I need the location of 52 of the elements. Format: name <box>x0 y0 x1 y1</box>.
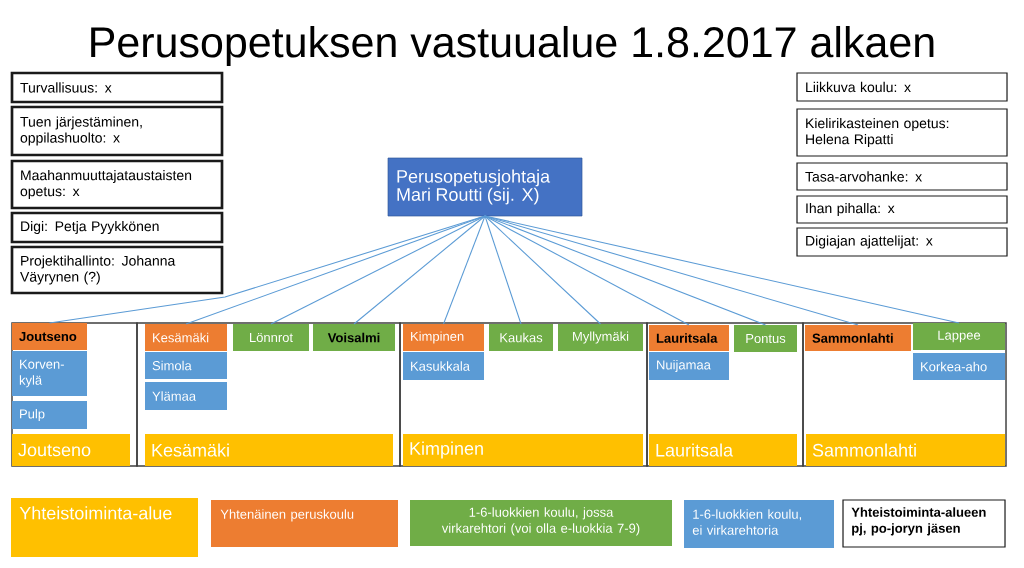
area-panel <box>399 322 648 467</box>
school-box: Lönnrot <box>233 324 309 351</box>
school-box: Lauritsala <box>649 325 729 351</box>
area-panel <box>802 322 1007 467</box>
area-band: Kesämäki <box>145 434 393 466</box>
area-band: Joutseno <box>12 434 130 466</box>
school-box: Korkea-aho <box>913 353 1005 380</box>
director-box: Perusopetusjohtaja Mari Routti (sij. X) <box>387 157 583 217</box>
area-band: Kimpinen <box>403 434 643 466</box>
responsibility-box: Digiajan ajattelijat: x <box>796 227 1008 257</box>
school-box: Myllymäki <box>558 324 643 351</box>
school-box: Kimpinen <box>403 324 484 351</box>
responsibility-box: Maahanmuuttajataustaisten opetus: x <box>10 159 224 210</box>
area-panel <box>136 322 401 467</box>
school-box: Nuijamaa <box>649 352 729 380</box>
school-box: Kaukas <box>489 324 553 351</box>
legend-label: Yhteistoiminta-alueen pj, po-joryn jäsen <box>851 507 986 536</box>
school-box: Ylämaa <box>145 382 227 410</box>
responsibility-box: Tasa-arvohanke: x <box>796 162 1008 191</box>
responsibility-box: Kielirikasteinen opetus: Helena Ripatti <box>796 108 1008 157</box>
school-box: Korven-kylä <box>12 351 87 396</box>
school-box: Lappee <box>913 323 1005 350</box>
area-panel <box>11 322 138 467</box>
area-panel <box>646 322 804 467</box>
connector-line <box>484 215 522 325</box>
connector-line <box>484 215 960 324</box>
responsibility-box: Tuen järjestäminen, oppilashuolto: x <box>10 105 224 157</box>
responsibility-box: Liikkuva koulu: x <box>796 72 1008 102</box>
school-box: Voisalmi <box>313 324 395 351</box>
legend-label: 1-6-luokkien koulu, jossa virkarehtori (voi olla e-luokkia 7-9) <box>441 507 640 536</box>
responsibility-box: Projektihallinto: Johanna Väyrynen (?) <box>10 245 224 295</box>
legend-label: Yhteistoiminta-alue <box>19 506 172 520</box>
school-box: Kesämäki <box>145 324 227 351</box>
responsibility-box: Digi: Petja Pyykkönen <box>10 211 224 244</box>
school-box: Joutseno <box>12 323 87 350</box>
legend-label: Yhtenäinen peruskoulu <box>220 509 354 522</box>
school-box: Kasukkala <box>403 352 484 380</box>
connector-line <box>484 215 602 325</box>
connector-line <box>442 215 486 325</box>
connector-line <box>353 215 486 325</box>
responsibility-box: Ihan pihalla: x <box>796 195 1008 224</box>
school-box: Sammonlahti <box>805 325 911 351</box>
school-box: Pontus <box>734 325 797 352</box>
legend-label: 1-6-luokkien koulu, ei virkarehtoria <box>692 509 801 535</box>
area-band: Sammonlahti <box>806 434 1005 466</box>
responsibility-box: Turvallisuus: x <box>10 71 224 104</box>
connector-line <box>185 215 486 325</box>
connector-line <box>484 215 690 326</box>
school-box: Pulp <box>12 401 87 429</box>
title: Perusopetuksen vastuualue 1.8.2017 alkaen <box>91 25 934 67</box>
school-box: Simola <box>145 352 227 379</box>
area-band: Lauritsala <box>649 434 797 466</box>
